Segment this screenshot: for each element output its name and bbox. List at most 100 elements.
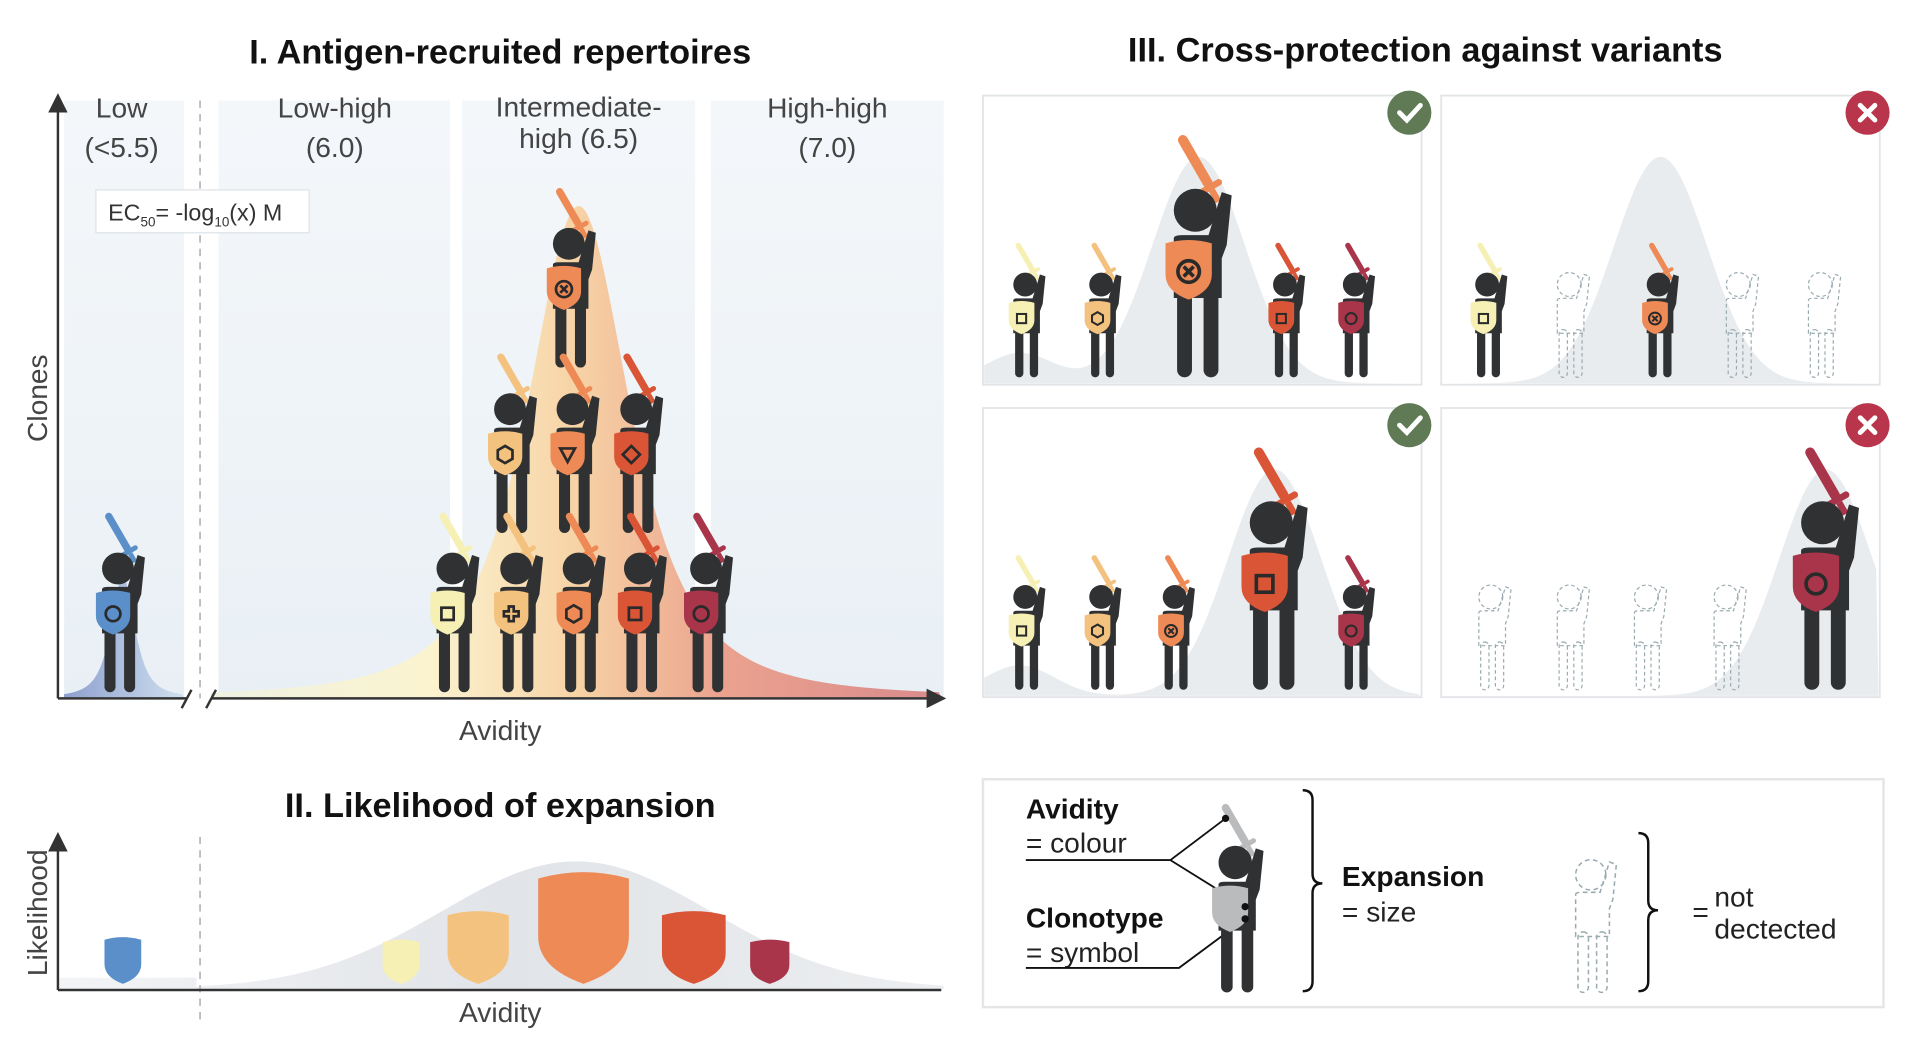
- head: [623, 552, 656, 585]
- shield-icon: [494, 590, 529, 635]
- xcircle-symbol: [559, 284, 569, 294]
- legend-expansion: Expansion: [1342, 860, 1484, 892]
- clone-figure: [550, 353, 600, 533]
- circle-symbol: [104, 605, 122, 623]
- leg: [516, 469, 528, 533]
- formula-sub1: 50: [140, 215, 155, 230]
- torso: [1633, 586, 1668, 647]
- head: [494, 393, 526, 426]
- leg: [1742, 328, 1752, 378]
- y-axis-label: Likelihood: [21, 849, 53, 976]
- leg: [1727, 328, 1738, 378]
- category-label: Low: [96, 92, 148, 124]
- leg: [1091, 642, 1100, 690]
- leg: [502, 628, 514, 693]
- leg: [1663, 329, 1672, 378]
- clone-figure: [1268, 242, 1306, 378]
- legend-avidity-eq: = colour: [1026, 827, 1127, 859]
- panel2-title: II. Likelihood of expansion: [285, 787, 716, 825]
- xcircle-symbol: [1167, 627, 1175, 635]
- clone-figure: [614, 353, 664, 533]
- clone-figure: [1165, 135, 1232, 378]
- background-curve: [1442, 469, 1879, 696]
- leg: [574, 303, 586, 368]
- clone-figure: [430, 512, 480, 693]
- leg: [1573, 328, 1583, 378]
- pointer-dot: [1241, 902, 1249, 911]
- cross-icon: [1845, 90, 1890, 135]
- clone-figure: [1008, 242, 1046, 378]
- leg: [1015, 642, 1024, 690]
- leg: [1477, 329, 1486, 378]
- leg: [1491, 329, 1500, 378]
- leg: [458, 628, 470, 693]
- leg: [1480, 641, 1490, 691]
- undetected-clone-figure: [1556, 584, 1591, 691]
- xcircle-symbol: [1647, 311, 1662, 326]
- variant-scenario-4: [1440, 403, 1890, 699]
- clone-figure: [1084, 242, 1122, 378]
- head: [690, 552, 722, 585]
- legend-eq: =: [1692, 895, 1708, 927]
- category-label: (6.0): [306, 131, 364, 163]
- shield-icon: [538, 872, 629, 984]
- undetected-clone-figure: [1633, 584, 1668, 691]
- shield-icon: [750, 939, 790, 984]
- panel1-title: I. Antigen-recruited repertoires: [249, 34, 751, 72]
- undetected-clone-figure: [1725, 272, 1760, 378]
- leg: [1715, 641, 1725, 691]
- hexagon-symbol: [565, 603, 583, 624]
- shield-icon: [1470, 301, 1497, 335]
- category-label: high (6.5): [519, 122, 638, 154]
- clone-figure: [494, 512, 544, 693]
- x-axis-label: Avidity: [459, 996, 542, 1028]
- leg: [584, 628, 596, 693]
- leg: [104, 628, 116, 693]
- shield-icon: [104, 937, 142, 984]
- shield-icon: [430, 590, 465, 635]
- head: [1162, 585, 1187, 609]
- legend: Avidity = colour Clonotype = symbol Expa…: [981, 778, 1885, 1009]
- leg: [1558, 641, 1568, 691]
- head: [1013, 585, 1038, 609]
- head: [1801, 501, 1845, 545]
- panel-likelihood-of-expansion: II. Likelihood of expansion Likelihood A…: [21, 787, 944, 1028]
- leg: [1289, 329, 1298, 378]
- shield-icon: [617, 590, 653, 635]
- leg: [1029, 642, 1039, 690]
- pointer-dot: [1241, 915, 1249, 923]
- leg: [1359, 642, 1368, 690]
- shield-icon: [1792, 552, 1840, 613]
- shield-icon: [614, 431, 649, 476]
- clone-figure: [617, 512, 667, 693]
- legend-detected: dectected: [1714, 913, 1836, 945]
- leg: [712, 628, 724, 693]
- background-curve: [1442, 156, 1879, 384]
- clone-figure: [95, 512, 145, 693]
- leg: [1241, 925, 1254, 993]
- hexagon-symbol: [1090, 310, 1105, 327]
- undetected-clone-figure: [1807, 272, 1842, 378]
- variant-scenario-1: [982, 90, 1432, 386]
- clone-figure: [1084, 555, 1122, 690]
- head: [552, 227, 585, 260]
- shield-icon: [1338, 613, 1364, 647]
- head: [1273, 272, 1297, 297]
- clone-figure: [546, 188, 596, 368]
- xcircle-symbol: [1182, 265, 1195, 278]
- shield-icon: [1158, 613, 1184, 647]
- head: [1646, 272, 1671, 297]
- xcircle-symbol: [554, 279, 574, 299]
- clone-figure: [1008, 555, 1046, 690]
- category-label: Intermediate-: [496, 90, 662, 122]
- head: [1475, 272, 1500, 297]
- shield-icon: [684, 590, 719, 635]
- torso: [1725, 273, 1760, 334]
- head: [1013, 272, 1038, 297]
- leg: [1253, 603, 1268, 690]
- square-symbol: [1015, 625, 1028, 637]
- shield-icon: [1212, 885, 1249, 932]
- triangle-symbol: [557, 447, 578, 465]
- leg: [646, 628, 658, 693]
- torso: [1574, 861, 1618, 938]
